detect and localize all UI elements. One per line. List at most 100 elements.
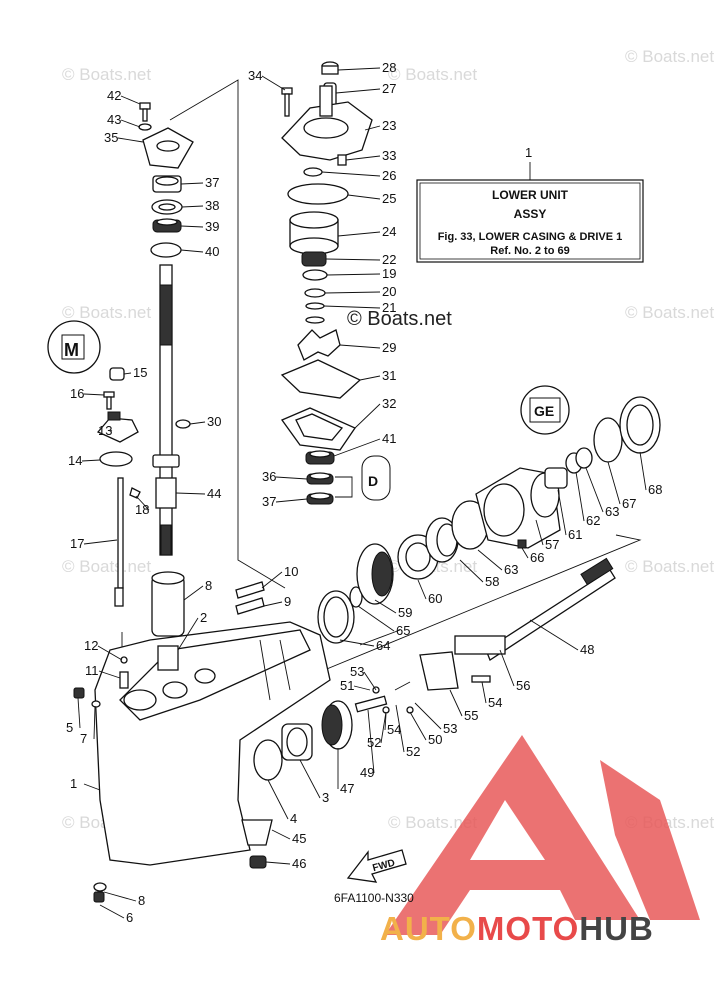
prop-shaft-group: GE [317,385,661,750]
leader-line [347,194,381,200]
center-watermark: © Boats.net [347,308,452,330]
part-callout: 50 [428,732,442,747]
part-callout: 4 [290,811,297,826]
brand-part-hub: HUB [579,910,654,947]
part-callout: 9 [284,594,291,609]
leader-line [345,155,381,161]
part-callout: 8 [138,893,145,908]
leader-line [384,713,387,731]
leader-line [380,711,387,744]
leader-line [499,649,515,687]
part-callout: 23 [382,118,396,133]
leader-line [321,171,381,177]
leader-line [367,709,375,774]
leader-line [103,891,137,902]
part-callout: 11 [85,663,99,678]
svg-text:M: M [64,340,79,360]
drive-shaft-group: M [47,102,194,607]
callout-labels: 1234567889101112131415161718192021222324… [66,60,662,925]
watermark: © Boats.net [625,303,714,322]
part-callout: 38 [205,198,219,213]
part-callout: 12 [84,638,98,653]
part-callout: 25 [382,191,396,206]
part-callout: 58 [485,574,499,589]
fwd-arrow: FWD [346,849,407,883]
part-callout: 66 [530,550,544,565]
part-callout: 42 [107,88,121,103]
leader-line [477,549,503,571]
leader-line [417,579,427,600]
leader-line [585,467,604,513]
leader-line [337,67,381,71]
logo-mark [385,735,700,935]
leader-line [339,344,381,349]
box-subtitle: ASSY [514,207,547,221]
leader-line [120,119,141,128]
part-callout: 43 [107,112,121,127]
diagram-code: 6FA1100-N330 [334,891,414,905]
leader-line [481,681,487,704]
leader-line [325,258,381,261]
leader-line [535,519,544,546]
part-callout: 64 [376,638,390,653]
leader-line [123,372,132,375]
leader-line [77,697,81,729]
part-callout: 56 [516,678,530,693]
leader-line [324,291,381,294]
svg-text:GE: GE [534,403,554,419]
leader-line [374,599,397,614]
leader-line [607,461,621,505]
leader-line [333,438,381,457]
callout-1: 1 [525,145,532,160]
watermark: © Boats.net [625,47,714,66]
brand-wordmark: AUTOMOTOHUB [380,910,654,947]
leader-line [529,619,579,651]
part-callout: 31 [382,368,396,383]
part-callout: 47 [340,781,354,796]
watermark: © Boats.net [62,557,151,576]
leader-line [395,704,405,753]
leader-line [83,393,105,396]
water-pump-group: D [280,61,391,505]
leader-line [271,829,291,840]
part-callout: 63 [605,504,619,519]
leader-line [337,231,381,237]
part-callout: 14 [68,453,82,468]
leader-line [575,471,585,522]
leader-line [83,539,118,545]
part-callout: 53 [443,721,457,736]
part-callout: 34 [248,68,262,83]
part-callout: 16 [70,386,84,401]
leader-line [326,273,381,276]
leader-line [267,779,289,820]
part-callout: 35 [104,130,118,145]
part-callout: 48 [580,642,594,657]
watermark: © Boats.net [625,557,714,576]
leader-line [117,137,144,143]
leader-line [359,375,381,381]
leader-line [81,459,101,462]
assembly-lines [121,79,642,681]
leader-line [261,75,286,91]
part-callout: 10 [284,564,298,579]
box-fig: Fig. 33, LOWER CASING & DRIVE 1 [438,231,623,243]
leader-line [459,559,484,583]
leader-line [97,645,123,661]
part-callout: 67 [622,496,636,511]
leader-line [99,904,125,919]
part-callout: 37 [262,494,276,509]
leader-line [299,759,321,799]
part-callout: 45 [292,831,306,846]
leader-line [275,476,308,480]
leader-line [109,429,113,432]
leader-line [189,421,206,425]
part-callout: 21 [382,300,396,315]
leader-line [265,861,291,865]
part-callout: 3 [322,790,329,805]
part-callout: 1 [70,776,77,791]
leader-line [364,125,381,131]
part-callout: 65 [396,623,410,638]
leader-line [557,489,567,536]
leader-line [98,670,121,679]
leader-line [177,617,199,651]
